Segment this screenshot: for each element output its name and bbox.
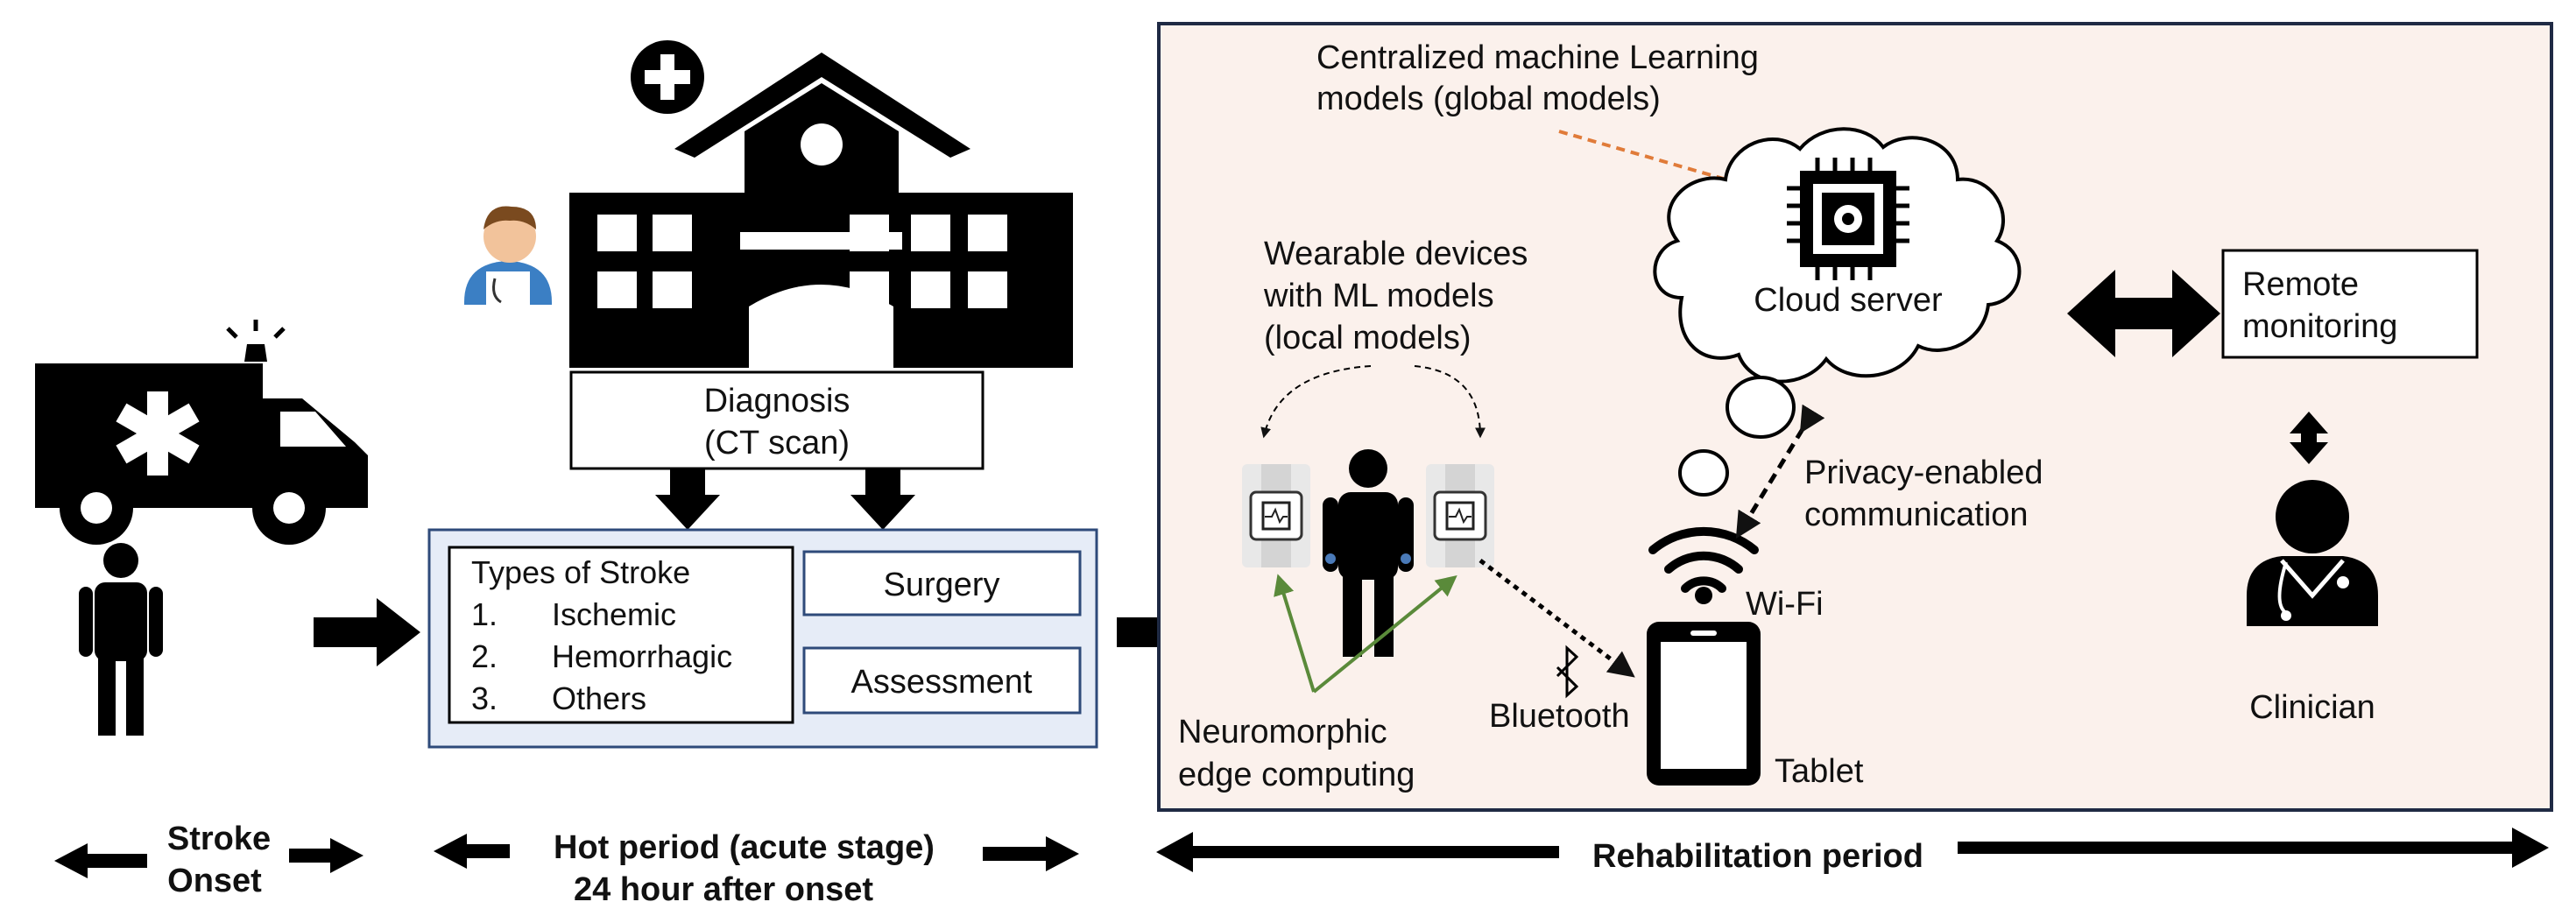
hospital-icon xyxy=(569,40,1073,368)
surgery-box xyxy=(802,550,1082,617)
type-1-num: 1. xyxy=(471,596,498,632)
wearer-person-icon xyxy=(1323,449,1414,657)
rehab-period-label: Rehabilitation period xyxy=(1592,838,1923,875)
central-ml-label-1: Centralized machine Learning xyxy=(1316,39,1759,76)
type-3-label: Others xyxy=(552,680,646,716)
green-arrow-right xyxy=(1312,574,1457,694)
bluetooth-label: Bluetooth xyxy=(1489,698,1630,735)
assessment-box xyxy=(802,646,1082,715)
down-arrow-right xyxy=(850,469,915,530)
green-arrow-left xyxy=(1274,574,1316,693)
bluetooth-icon xyxy=(1556,645,1579,699)
neuromorphic-label-2: edge computing xyxy=(1178,757,1415,793)
diagnosis-method-label: (CT scan) xyxy=(704,425,850,462)
orange-dashed-arrow xyxy=(1558,130,1782,201)
doctor-avatar xyxy=(464,206,552,308)
tablet-icon xyxy=(1647,622,1761,786)
timeline-hot-period xyxy=(434,834,1079,871)
tablet-label: Tablet xyxy=(1775,753,1864,790)
arrow-to-acute xyxy=(314,598,420,666)
hot-period-label-1: Hot period (acute stage) xyxy=(554,829,935,866)
privacy-label-1: Privacy-enabled xyxy=(1804,454,2043,491)
wearable-label-1: Wearable devices xyxy=(1264,236,1528,272)
type-3-num: 3. xyxy=(471,680,498,716)
type-2-num: 2. xyxy=(471,638,498,674)
types-of-stroke-box xyxy=(448,546,794,724)
dashed-curve-left xyxy=(1260,365,1372,439)
clinician-icon xyxy=(2247,480,2378,626)
remote-monitoring-box xyxy=(2221,249,2479,359)
remote-monitoring-label-1: Remote xyxy=(2242,266,2359,303)
patient-person-icon xyxy=(79,543,163,736)
ambulance-icon xyxy=(35,320,368,545)
timeline-stroke-onset xyxy=(54,838,363,878)
smartwatch-left-icon xyxy=(1242,464,1310,567)
stroke-onset-label-1: Stroke xyxy=(167,821,271,857)
down-arrow-left xyxy=(655,469,720,530)
central-ml-label-2: models (global models) xyxy=(1316,81,1661,117)
assessment-label: Assessment xyxy=(851,664,1033,701)
diagnosis-box xyxy=(569,370,985,470)
diagnosis-label: Diagnosis xyxy=(704,383,850,419)
clinician-label: Clinician xyxy=(2249,689,2375,726)
wearable-label-2: with ML models xyxy=(1263,278,1494,314)
double-arrow-remote xyxy=(2067,270,2220,357)
types-title: Types of Stroke xyxy=(471,554,690,590)
type-1-label: Ischemic xyxy=(552,596,676,632)
hot-period-label-2: 24 hour after onset xyxy=(574,871,873,908)
remote-monitoring-label-2: monitoring xyxy=(2242,308,2397,345)
chip-icon xyxy=(1787,158,1909,280)
privacy-dashed-arrow xyxy=(1735,404,1825,539)
stroke-onset-label-2: Onset xyxy=(167,863,262,899)
wifi-label: Wi-Fi xyxy=(1746,586,1824,623)
wearable-label-3: (local models) xyxy=(1264,320,1471,356)
neuromorphic-label-1: Neuromorphic xyxy=(1178,714,1387,750)
privacy-label-2: communication xyxy=(1804,497,2029,533)
dashed-curve-right xyxy=(1414,365,1486,439)
vertical-double-arrow xyxy=(2290,412,2328,464)
surgery-label: Surgery xyxy=(883,567,999,603)
smartwatch-right-icon xyxy=(1426,464,1494,567)
timeline-rehabilitation xyxy=(1156,828,2549,872)
type-2-label: Hemorrhagic xyxy=(552,638,732,674)
wifi-icon xyxy=(1648,526,1759,593)
wifi-dot xyxy=(1695,587,1712,604)
cloud-server-label: Cloud server xyxy=(1754,282,1943,319)
